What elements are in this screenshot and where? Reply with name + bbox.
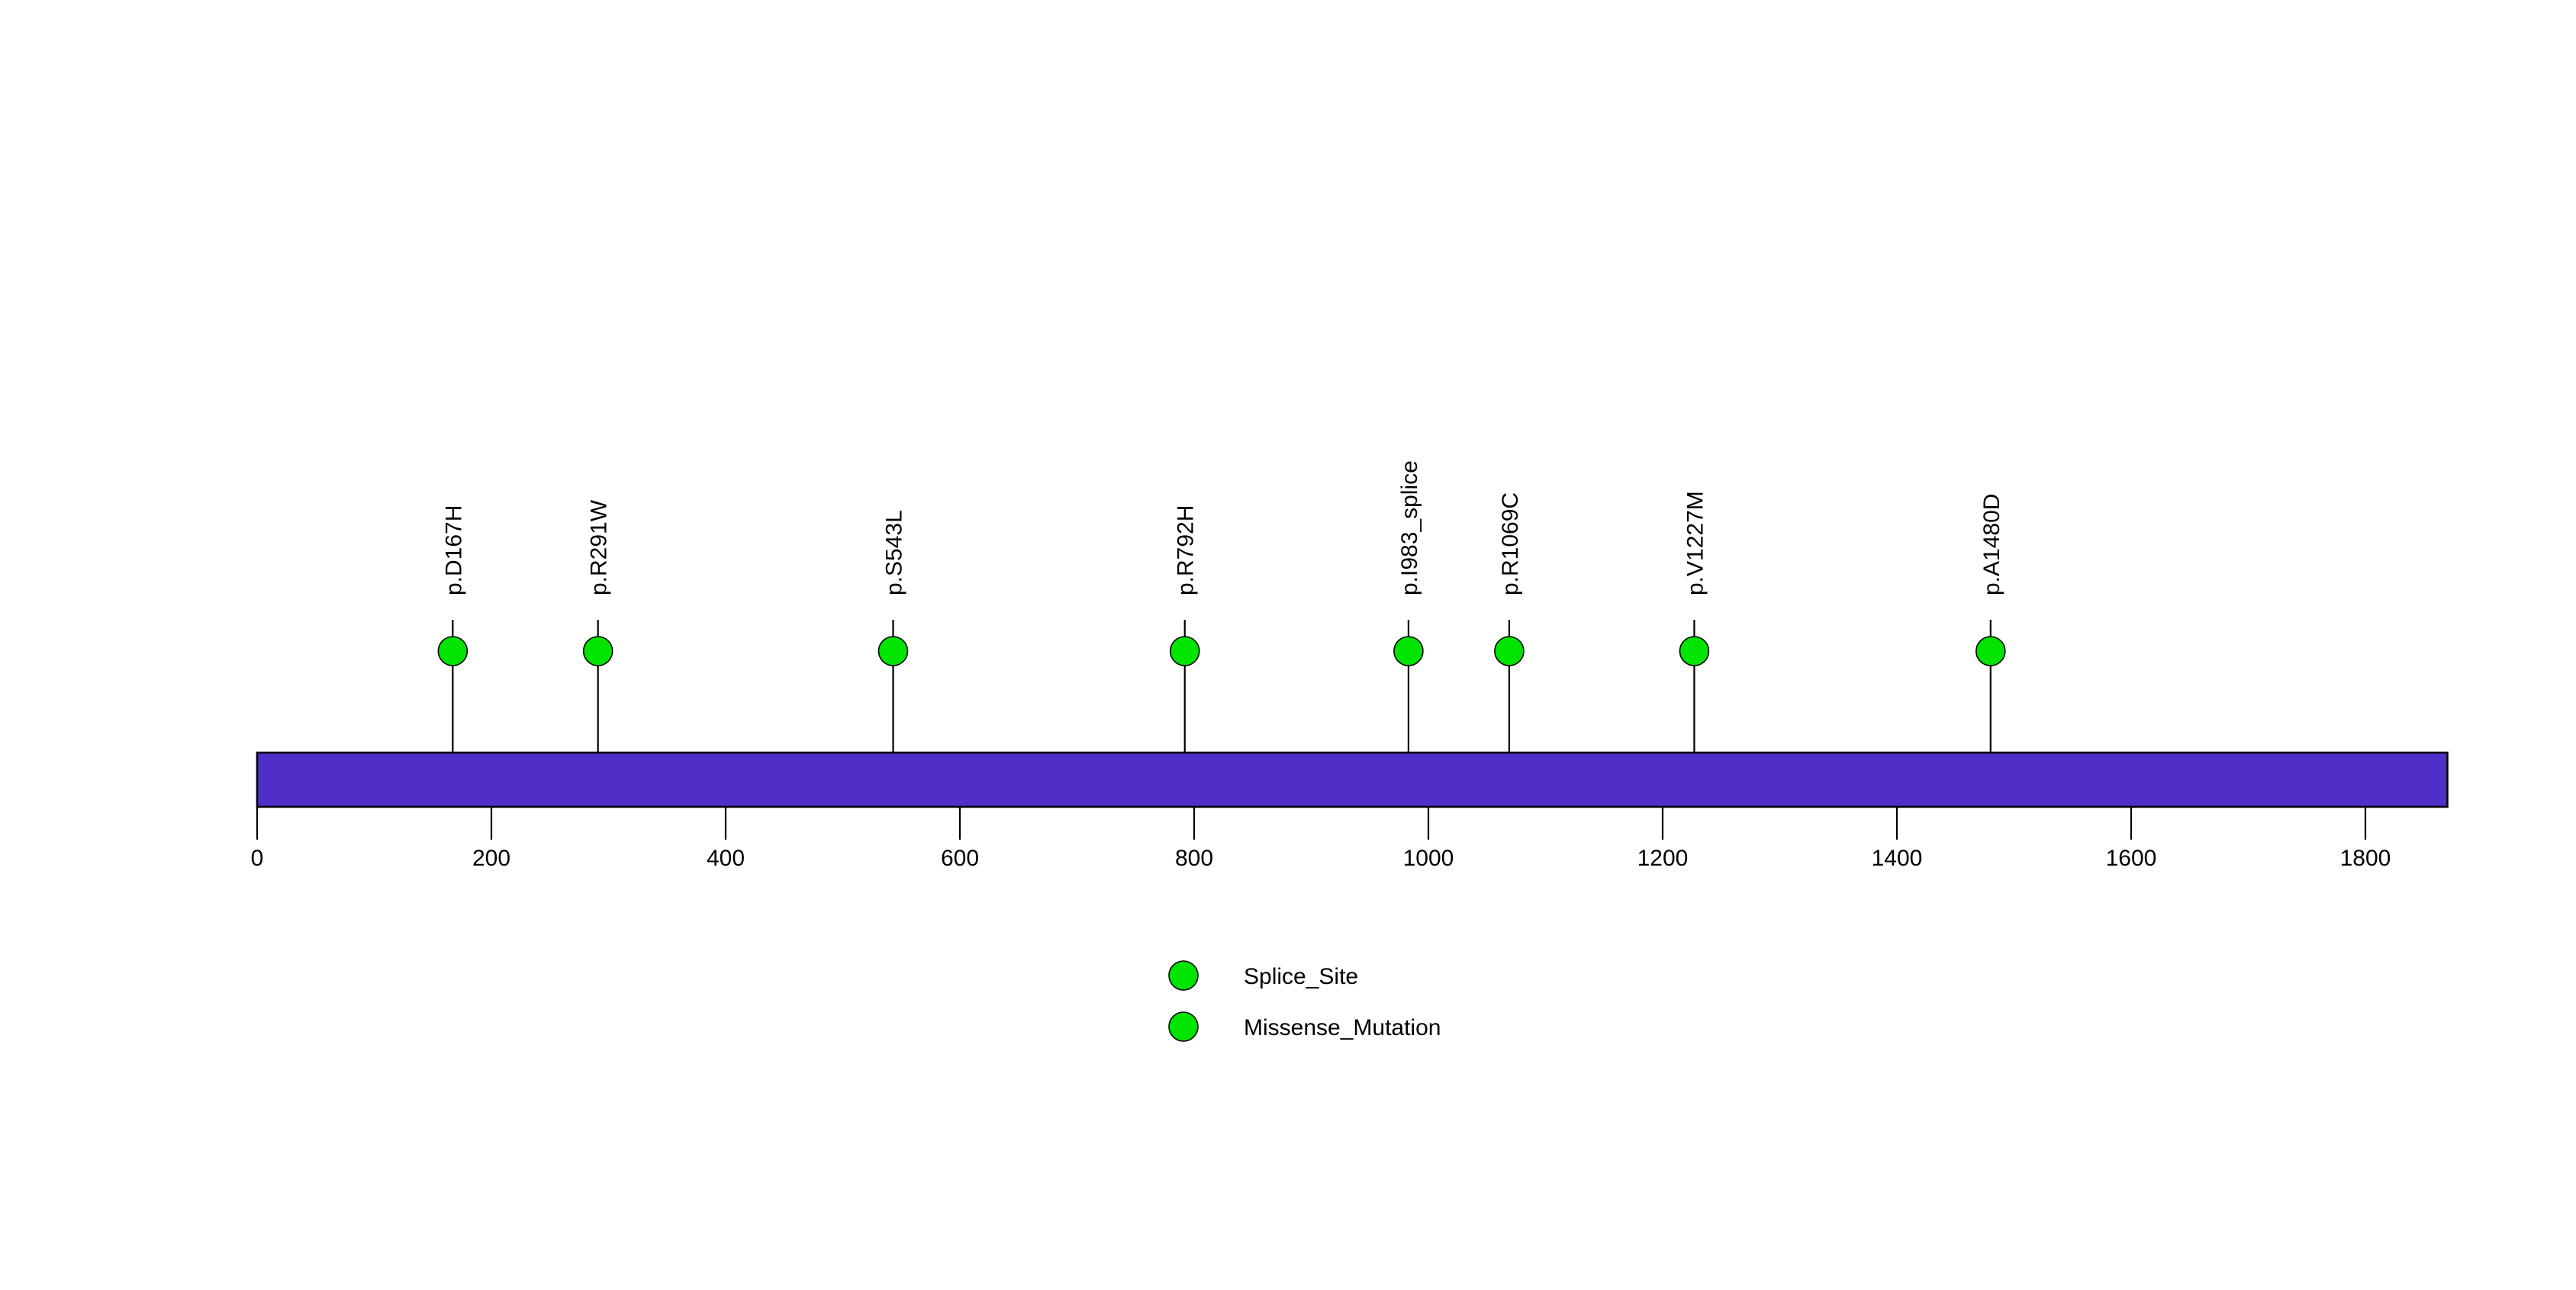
axis-tick-label: 1400	[1872, 846, 1923, 871]
axis-tick-label: 200	[472, 846, 510, 871]
mutation-label: p.V1227M	[1682, 491, 1708, 595]
lollipop-marker[interactable]	[877, 636, 909, 666]
lollipop-marker[interactable]	[582, 636, 613, 666]
legend-swatch-2[interactable]	[1168, 1011, 1199, 1042]
mutation-label: p.R291W	[587, 499, 612, 595]
axis-tick-label: 600	[941, 846, 979, 871]
legend-label-2: Missense_Mutation	[1244, 1015, 1441, 1040]
protein-domain-bar[interactable]	[256, 751, 2449, 808]
legend-swatch-1[interactable]	[1168, 960, 1199, 991]
axis-tick-label: 1200	[1637, 846, 1689, 871]
mutation-label: p.I983_splice	[1397, 460, 1422, 595]
mutation-label: p.D167H	[441, 505, 466, 595]
axis-tick-label: 1000	[1403, 846, 1454, 871]
axis-tick-label: 400	[707, 846, 745, 871]
lollipop-marker[interactable]	[1169, 636, 1200, 666]
mutation-labels-group: p.D167H p.R291W p.S543L p.R792H p.I983_splic…	[441, 460, 2004, 595]
mutation-label: p.A1480D	[1979, 494, 2004, 595]
lollipop-marker[interactable]	[1494, 636, 1525, 666]
lollipop-markers-group[interactable]	[437, 636, 2006, 666]
axis-tick-label: 800	[1175, 846, 1213, 871]
axis-tick-label: 1600	[2106, 846, 2157, 871]
legend-label-1: Splice_Site	[1244, 964, 1358, 989]
lollipop-marker[interactable]	[1975, 636, 2006, 666]
mutation-label: p.R792H	[1174, 505, 1199, 595]
lollipop-marker[interactable]	[1679, 636, 1710, 666]
lollipop-marker[interactable]	[1393, 636, 1424, 666]
axis-tick-label: 0	[251, 846, 264, 871]
axis-tick-label: 1800	[2340, 846, 2391, 871]
mutation-label: p.S543L	[882, 510, 907, 595]
protein-domain-bar-group	[256, 751, 2449, 808]
mutation-label: p.R1069C	[1498, 492, 1523, 595]
position-axis-group: 0 200 400 600 800 1000 1200 1400 1600 1800	[251, 807, 2391, 871]
lollipop-marker[interactable]	[437, 636, 469, 666]
